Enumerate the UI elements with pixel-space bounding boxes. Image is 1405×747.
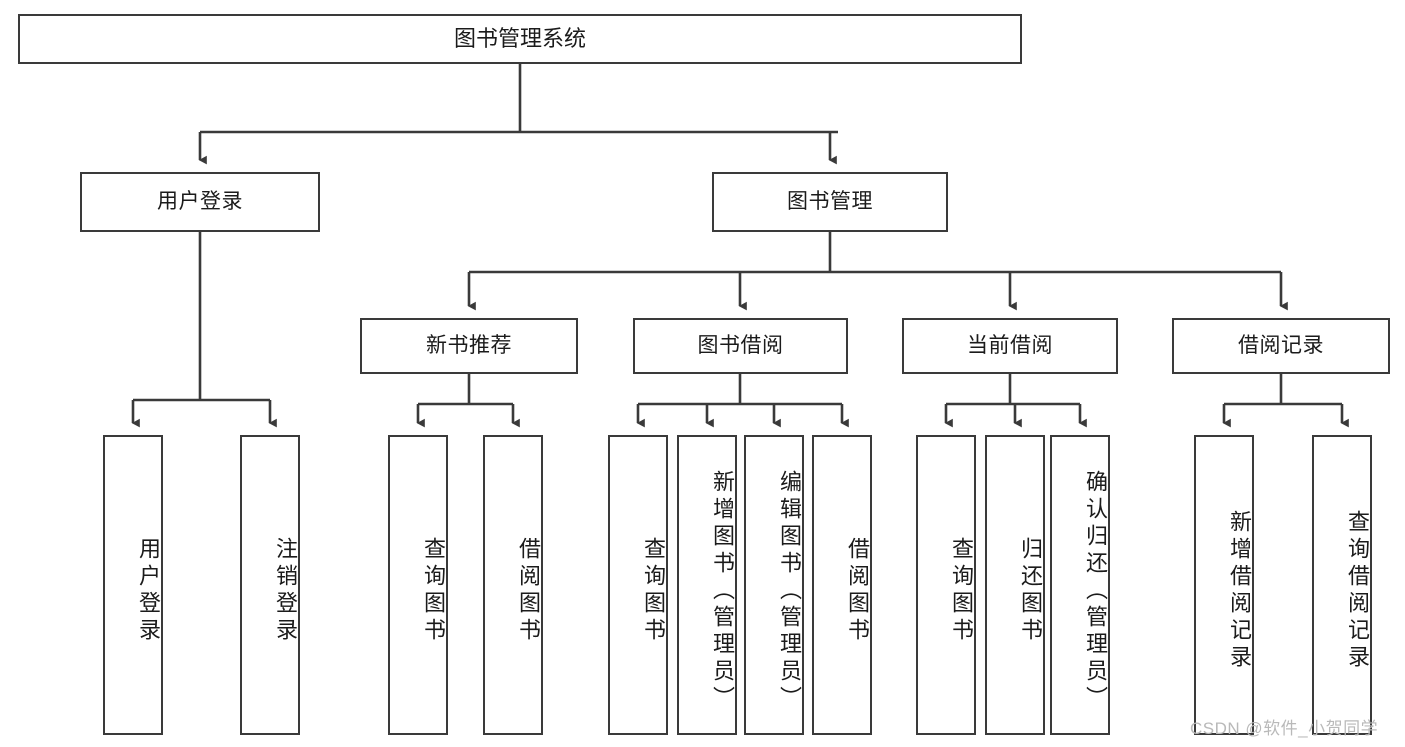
node-leaf-edit-book[interactable]: 编辑图书（管理员） [744,435,804,735]
node-leaf-add-book[interactable]: 新增图书（管理员） [677,435,737,735]
node-leaf-query-record-label: 查询借阅记录 [1345,510,1370,672]
node-leaf-borrow-book-1-label: 借阅图书 [516,537,541,645]
node-leaf-borrow-book-2[interactable]: 借阅图书 [812,435,872,735]
node-leaf-query-book-2[interactable]: 查询图书 [608,435,668,735]
node-leaf-borrow-book-2-label: 借阅图书 [845,537,870,645]
node-user-login[interactable]: 用户登录 [80,172,320,232]
node-leaf-add-book-label: 新增图书（管理员） [710,469,735,713]
node-book-manage-label: 图书管理 [787,189,873,213]
node-new-book-rec-label: 新书推荐 [426,333,512,357]
node-user-login-label: 用户登录 [157,189,243,213]
node-root-label: 图书管理系统 [453,26,586,52]
node-leaf-user-login[interactable]: 用户登录 [103,435,163,735]
node-leaf-query-book-3[interactable]: 查询图书 [916,435,976,735]
node-leaf-edit-book-label: 编辑图书（管理员） [777,469,802,713]
csdn-watermark: CSDN @软件_小贺同学 [1190,719,1379,738]
node-leaf-query-book-1[interactable]: 查询图书 [388,435,448,735]
node-borrow-record[interactable]: 借阅记录 [1172,318,1390,374]
node-book-borrow-label: 图书借阅 [697,333,784,357]
node-book-manage[interactable]: 图书管理 [712,172,948,232]
node-leaf-return-book-label: 归还图书 [1018,537,1043,645]
node-leaf-add-record-label: 新增借阅记录 [1227,510,1252,672]
node-leaf-logout[interactable]: 注销登录 [240,435,300,735]
node-leaf-query-record[interactable]: 查询借阅记录 [1312,435,1372,735]
node-new-book-rec[interactable]: 新书推荐 [360,318,578,374]
node-leaf-user-login-label: 用户登录 [136,537,161,645]
node-book-borrow[interactable]: 图书借阅 [633,318,848,374]
node-current-borrow[interactable]: 当前借阅 [902,318,1118,374]
node-leaf-borrow-book-1[interactable]: 借阅图书 [483,435,543,735]
node-leaf-query-book-1-label: 查询图书 [421,537,446,645]
node-leaf-query-book-3-label: 查询图书 [949,537,974,645]
node-leaf-return-book[interactable]: 归还图书 [985,435,1045,735]
node-current-borrow-label: 当前借阅 [967,333,1053,357]
node-borrow-record-label: 借阅记录 [1238,333,1324,357]
node-root[interactable]: 图书管理系统 [18,14,1022,64]
node-leaf-logout-label: 注销登录 [273,537,298,645]
node-leaf-confirm-return[interactable]: 确认归还（管理员） [1050,435,1110,735]
node-leaf-add-record[interactable]: 新增借阅记录 [1194,435,1254,735]
node-leaf-confirm-return-label: 确认归还（管理员） [1083,469,1108,713]
node-leaf-query-book-2-label: 查询图书 [641,537,666,645]
